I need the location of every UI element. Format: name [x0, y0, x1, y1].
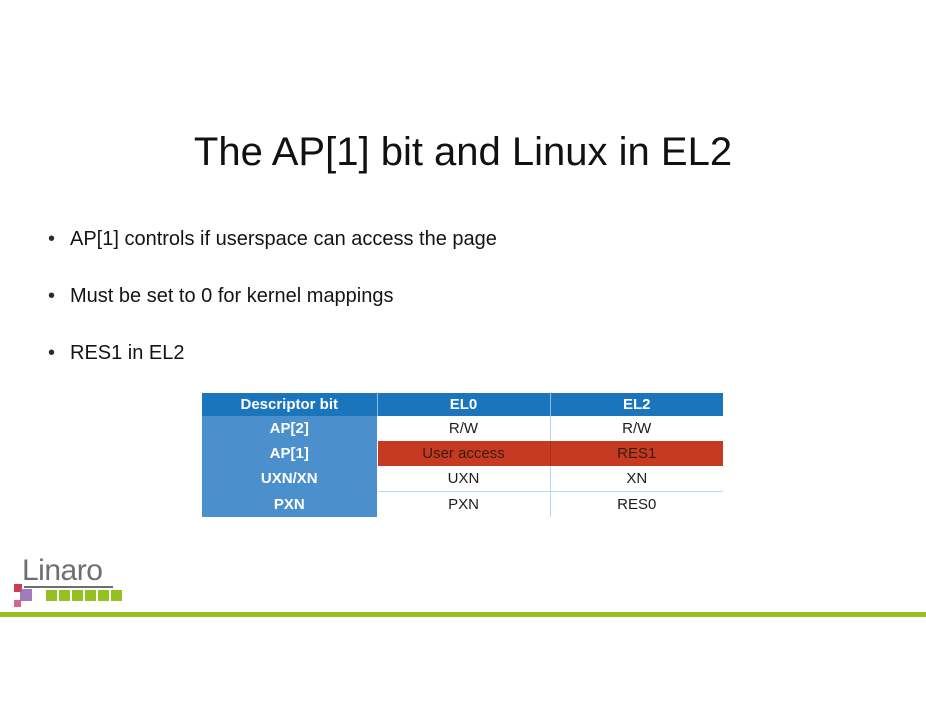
- el0-value: UXN: [377, 466, 551, 492]
- logo-green-square-icon: [85, 590, 96, 601]
- column-header-el2: EL2: [549, 393, 723, 416]
- descriptor-bit-table: Descriptor bit EL0 EL2 AP[2] R/W R/W AP[…: [202, 393, 723, 517]
- bullet-text: AP[1] controls if userspace can access t…: [70, 228, 497, 250]
- logo-pink-square-icon: [14, 600, 21, 607]
- table-row: AP[2] R/W R/W: [202, 416, 723, 441]
- logo-green-square-icon: [46, 590, 57, 601]
- bullet-text: Must be set to 0 for kernel mappings: [70, 285, 394, 307]
- el0-value: PXN: [377, 491, 551, 517]
- bullet-item: • Must be set to 0 for kernel mappings: [48, 283, 868, 309]
- row-label: PXN: [202, 491, 378, 517]
- logo-green-square-icon: [72, 590, 83, 601]
- el2-value: XN: [550, 466, 723, 492]
- el2-value: R/W: [550, 416, 723, 441]
- logo-green-square-icon: [111, 590, 122, 601]
- logo-red-square-icon: [14, 584, 22, 592]
- table-row: PXN PXN RES0: [202, 491, 723, 517]
- row-label: AP[1]: [202, 441, 378, 466]
- row-label: UXN/XN: [202, 466, 378, 492]
- bullet-list: • AP[1] controls if userspace can access…: [48, 226, 868, 397]
- logo-green-square-icon: [98, 590, 109, 601]
- bullet-item: • RES1 in EL2: [48, 340, 868, 366]
- table-row: UXN/XN UXN XN: [202, 466, 723, 492]
- row-label: AP[2]: [202, 416, 378, 441]
- linaro-logo-wordmark: Linaro: [22, 554, 103, 587]
- logo-purple-square-icon: [20, 589, 32, 601]
- table-header-row: Descriptor bit EL0 EL2: [202, 393, 723, 416]
- bullet-item: • AP[1] controls if userspace can access…: [48, 226, 868, 252]
- el0-value: User access: [377, 441, 551, 466]
- bullet-text: RES1 in EL2: [70, 342, 185, 364]
- column-header-el0: EL0: [376, 393, 550, 416]
- el0-value: R/W: [377, 416, 551, 441]
- bullet-dot-icon: •: [48, 228, 56, 250]
- logo-underline: [24, 586, 113, 588]
- slide-footer-bar: [0, 612, 926, 617]
- el2-value: RES0: [550, 491, 723, 517]
- column-header-descriptor-bit: Descriptor bit: [202, 393, 377, 416]
- slide-title: The AP[1] bit and Linux in EL2: [193, 130, 733, 174]
- el2-value: RES1: [550, 441, 723, 466]
- table-row-highlighted: AP[1] User access RES1: [202, 441, 723, 466]
- bullet-dot-icon: •: [48, 285, 56, 307]
- bullet-dot-icon: •: [48, 342, 56, 364]
- logo-green-square-icon: [59, 590, 70, 601]
